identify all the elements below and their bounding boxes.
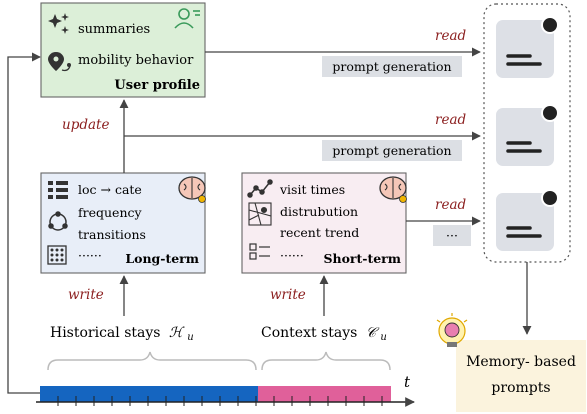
user-profile-box: [40, 2, 206, 98]
prompt-generation-box-1: [322, 56, 462, 77]
short-term-item-more: ······: [280, 248, 304, 263]
read-label-3: read: [435, 197, 466, 213]
feedback-loop-arrow: [7, 52, 41, 394]
context-stays-text: Context stays: [261, 325, 357, 341]
historical-stays-symbol: ℋ: [169, 325, 185, 341]
historical-brace: [47, 351, 257, 371]
timeline-historical-segment: [40, 386, 258, 402]
memory-slot-1: [496, 16, 559, 78]
long-term-box: [40, 172, 206, 274]
short-term-title: Short-term: [323, 251, 401, 266]
dot-grid-icon: [47, 245, 67, 265]
context-stays-sub: u: [380, 332, 386, 343]
prompt-generation-box-2: [322, 140, 462, 161]
context-stays-symbol: 𝒞: [366, 325, 380, 341]
short-term-item-distribution: distrubution: [280, 204, 358, 219]
historical-stays-sub: u: [187, 332, 193, 343]
sparkles-icon: [48, 13, 69, 34]
long-term-item-more: ······: [78, 248, 102, 263]
output-label-line2: prompts: [491, 380, 550, 396]
long-term-item-transitions: transitions: [78, 227, 146, 242]
timeline-context-segment: [258, 386, 391, 402]
context-stays-label: Context stays 𝒞 u: [261, 325, 387, 343]
user-profile-title: User profile: [114, 78, 200, 93]
write-label-short: write: [270, 287, 306, 303]
memory-slot-3: [496, 189, 559, 251]
long-term-title: Long-term: [125, 251, 199, 266]
short-term-item-recent-trend: recent trend: [280, 225, 359, 240]
map-distribution-icon: [248, 202, 272, 226]
short-term-item-visit-times: visit times: [279, 182, 345, 197]
checklist-icon: [249, 243, 270, 260]
profile-item-mobility: mobility behavior: [78, 53, 194, 68]
profile-item-summaries: summaries: [78, 22, 150, 37]
historical-stays-label: Historical stays ℋ u: [50, 325, 194, 343]
context-brace: [261, 351, 391, 371]
user-avatar-icon: [174, 8, 200, 29]
brain-icon: [178, 176, 206, 203]
hierarchy-list-icon: [48, 181, 68, 199]
ellipsis-box: [433, 225, 471, 246]
memory-slot-2: [496, 104, 559, 166]
prompt-generation-label-1: prompt generation: [332, 59, 451, 74]
long-term-item-frequency: frequency: [78, 205, 143, 220]
lightbulb-brain-icon: [436, 313, 468, 347]
long-term-item-loc-cate: loc → cate: [78, 182, 142, 197]
brain-icon: [379, 176, 407, 203]
historical-stays-text: Historical stays: [50, 325, 160, 341]
timeline-axis-label: t: [404, 373, 411, 391]
output-label-line1: Memory- based: [466, 354, 576, 370]
prompt-generation-label-2: prompt generation: [332, 143, 451, 158]
read-label-1: read: [435, 28, 466, 44]
ellipsis-label: ···: [446, 228, 458, 243]
read-label-2: read: [435, 112, 466, 128]
timeline-ticks: [57, 396, 383, 406]
trend-line-icon: [247, 179, 273, 198]
cycle-icon: [48, 211, 68, 231]
memory-prompts-box: [456, 340, 586, 412]
update-label: update: [62, 117, 109, 133]
write-label-long: write: [68, 287, 104, 303]
location-pin-icon: [48, 52, 71, 72]
